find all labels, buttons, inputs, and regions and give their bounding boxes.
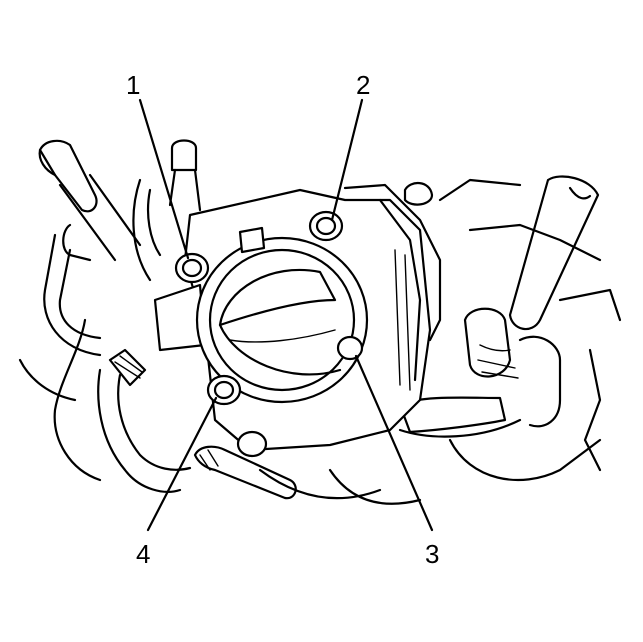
bolt-1-icon <box>174 252 210 284</box>
callout-label-4: 4 <box>136 539 151 569</box>
leader-line-3 <box>354 354 434 532</box>
bolt-lower-icon <box>236 430 268 458</box>
leader-line-2 <box>330 98 364 222</box>
callout-label-1: 1 <box>126 70 141 100</box>
bolt-3-icon <box>336 335 364 361</box>
throttle-body-housing <box>153 183 442 452</box>
engine-background <box>18 139 622 505</box>
mounting-bolts <box>174 210 364 458</box>
bolt-4-icon <box>206 374 242 406</box>
callout-label-2: 2 <box>356 70 371 100</box>
bolt-2-icon <box>308 210 344 242</box>
callout-label-3: 3 <box>425 539 440 569</box>
callout-leaders <box>138 98 434 532</box>
leader-line-1 <box>138 98 190 260</box>
leader-line-4 <box>146 396 218 532</box>
